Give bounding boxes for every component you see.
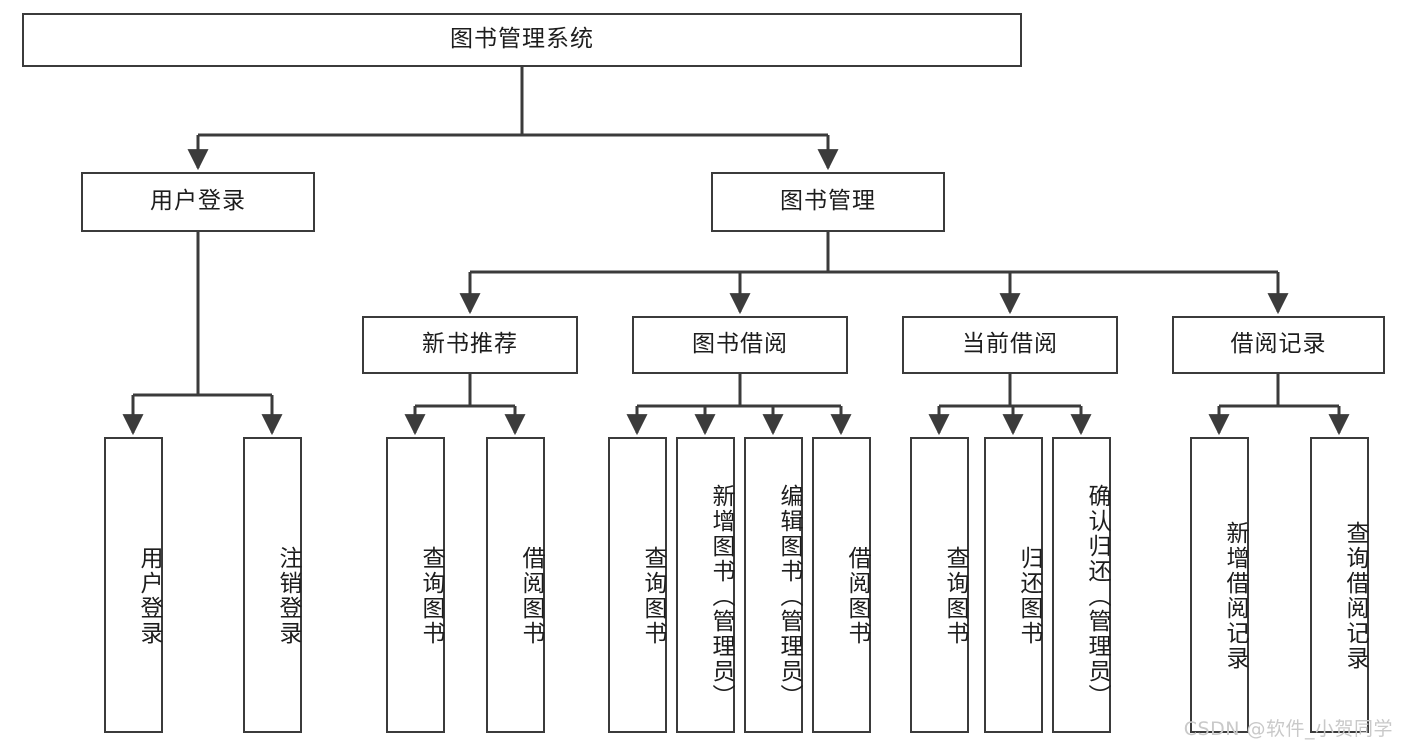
leaf-confirm-return-admin[interactable]: 确认归还（管理员） [1052, 437, 1111, 733]
leaf-query-book-borrow[interactable]: 查询图书 [608, 437, 667, 733]
leaf-edit-book-admin[interactable]: 编辑图书（管理员） [744, 437, 803, 733]
leaf-add-borrow-record[interactable]: 新增借阅记录 [1190, 437, 1249, 733]
leaf-add-book-admin-label: 新增图书（管理员） [708, 483, 734, 709]
leaf-query-book-recommend[interactable]: 查询图书 [386, 437, 445, 733]
node-new-book-recommend[interactable]: 新书推荐 [362, 316, 578, 374]
leaf-borrow-book-recommend[interactable]: 借阅图书 [486, 437, 545, 733]
leaf-confirm-return-admin-label: 确认归还（管理员） [1084, 483, 1110, 709]
leaf-query-book-current[interactable]: 查询图书 [910, 437, 969, 733]
node-user-login[interactable]: 用户登录 [81, 172, 315, 232]
node-borrow-record-label: 借阅记录 [1230, 331, 1327, 358]
leaf-borrow-book-label: 借阅图书 [844, 546, 870, 646]
node-borrow-record[interactable]: 借阅记录 [1172, 316, 1385, 374]
node-current-borrow-label: 当前借阅 [962, 331, 1058, 358]
node-root[interactable]: 图书管理系统 [22, 13, 1022, 67]
leaf-query-book-current-label: 查询图书 [942, 546, 968, 646]
leaf-query-borrow-record-label: 查询借阅记录 [1342, 521, 1368, 671]
leaf-add-borrow-record-label: 新增借阅记录 [1222, 521, 1248, 671]
leaf-user-login[interactable]: 用户登录 [104, 437, 163, 733]
node-new-book-recommend-label: 新书推荐 [422, 331, 518, 358]
leaf-logout[interactable]: 注销登录 [243, 437, 302, 733]
node-book-management-label: 图书管理 [780, 188, 876, 215]
leaf-return-book[interactable]: 归还图书 [984, 437, 1043, 733]
leaf-logout-label: 注销登录 [275, 546, 301, 646]
leaf-query-book-borrow-label: 查询图书 [640, 546, 666, 646]
node-book-borrow[interactable]: 图书借阅 [632, 316, 848, 374]
node-user-login-label: 用户登录 [150, 188, 246, 215]
leaf-edit-book-admin-label: 编辑图书（管理员） [776, 483, 802, 709]
leaf-return-book-label: 归还图书 [1016, 546, 1042, 646]
leaf-user-login-label: 用户登录 [136, 546, 162, 646]
csdn-watermark: CSDN @软件_小贺同学 [1183, 718, 1393, 740]
node-book-management[interactable]: 图书管理 [711, 172, 945, 232]
node-root-label: 图书管理系统 [450, 26, 594, 53]
node-current-borrow[interactable]: 当前借阅 [902, 316, 1118, 374]
leaf-borrow-book[interactable]: 借阅图书 [812, 437, 871, 733]
leaf-add-book-admin[interactable]: 新增图书（管理员） [676, 437, 735, 733]
leaf-query-borrow-record[interactable]: 查询借阅记录 [1310, 437, 1369, 733]
leaf-borrow-book-recommend-label: 借阅图书 [518, 546, 544, 646]
leaf-query-book-recommend-label: 查询图书 [418, 546, 444, 646]
node-book-borrow-label: 图书借阅 [692, 331, 788, 358]
